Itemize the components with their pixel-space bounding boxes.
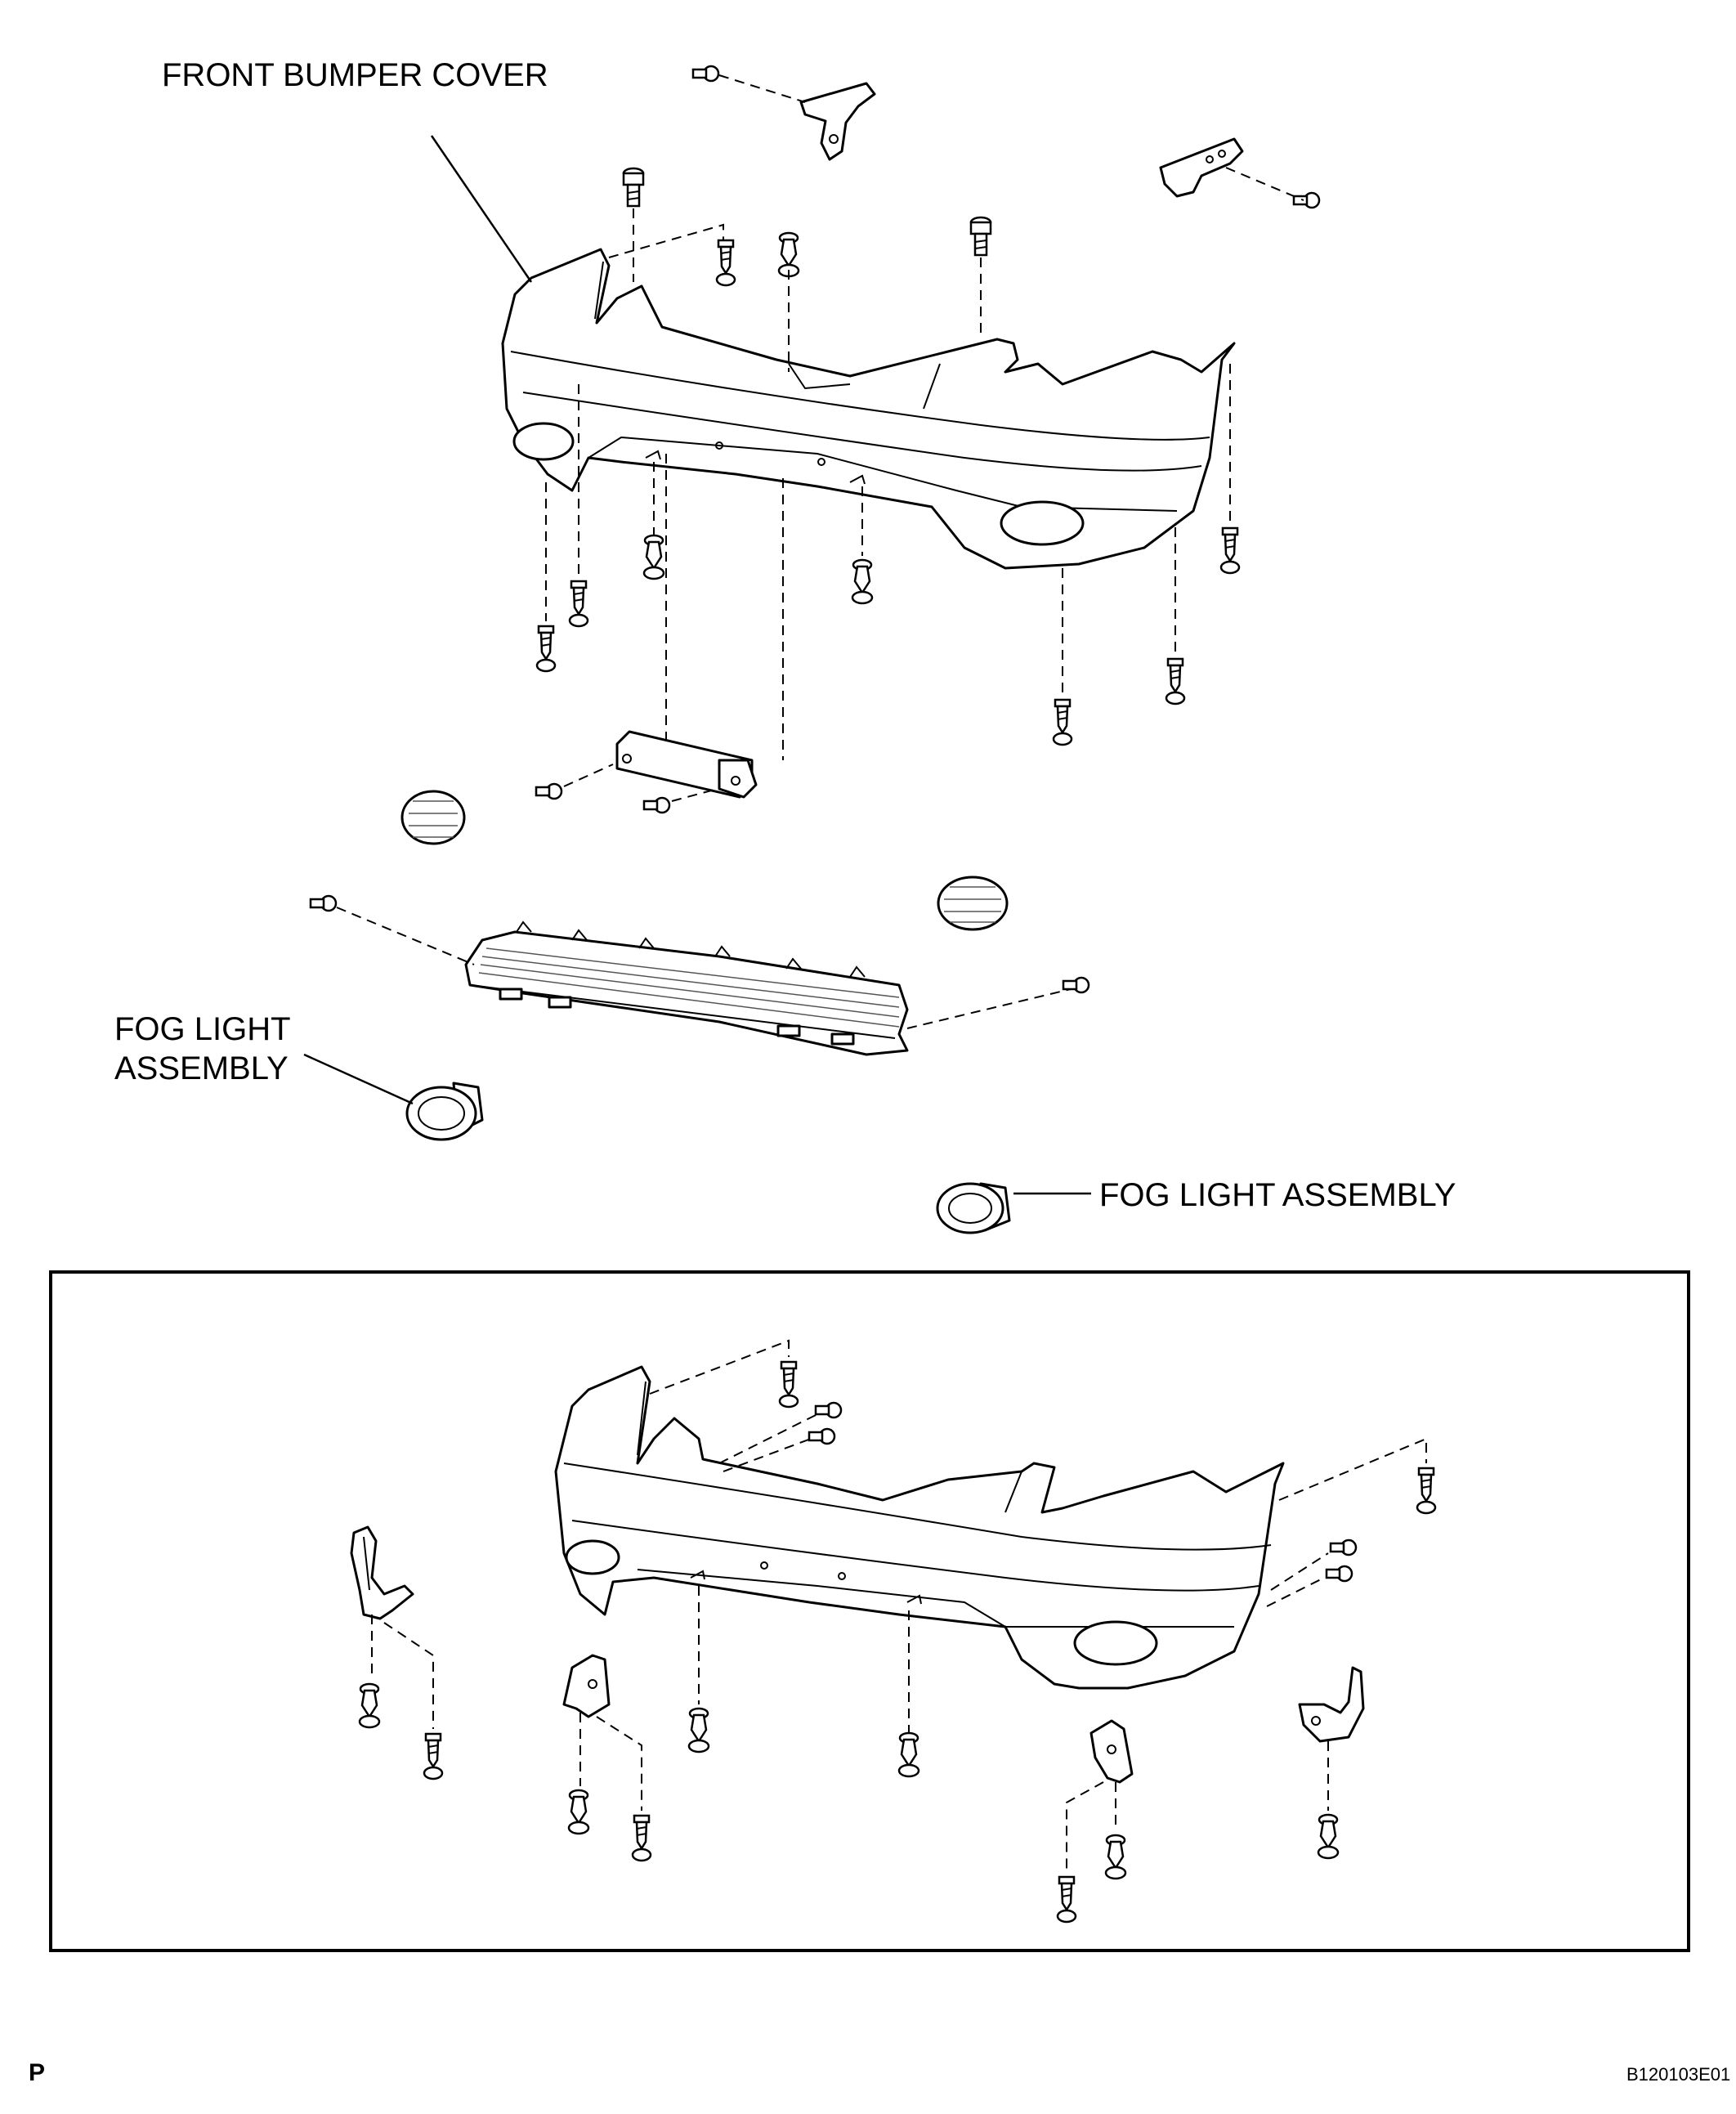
upper-view: FRONT BUMPER COVER FOG LIGHT ASSEMBLY FO… <box>114 57 1456 1234</box>
clip-icon <box>1317 1813 1340 1860</box>
grille-icon <box>464 920 909 1056</box>
inset-frame <box>49 1270 1690 1952</box>
lower-view <box>350 1339 1437 1924</box>
clip-icon <box>691 65 720 83</box>
bolt-icon <box>969 216 992 257</box>
bracket-icon <box>350 1525 414 1620</box>
fog-light-label-line2: ASSEMBLY <box>114 1050 289 1086</box>
clip-icon <box>808 1427 836 1445</box>
bracket-icon <box>1298 1666 1365 1743</box>
fog-light-label-line1: FOG LIGHT <box>114 1011 291 1047</box>
fog-light-right-label: FOG LIGHT ASSEMBLY <box>1099 1177 1456 1213</box>
clip-icon <box>851 558 874 605</box>
screw-icon <box>1165 657 1186 705</box>
screw-icon <box>1052 698 1073 746</box>
screw-icon <box>423 1732 444 1780</box>
fog-light-icon <box>936 1182 1011 1234</box>
screw-icon <box>568 580 589 628</box>
clip-icon <box>687 1707 710 1753</box>
clip-icon <box>567 1789 590 1835</box>
leader-line <box>303 1053 414 1105</box>
bracket-icon <box>1089 1719 1134 1784</box>
clip-icon <box>642 796 671 814</box>
screw-icon <box>1056 1875 1077 1924</box>
screw-icon <box>715 239 736 287</box>
clip-icon <box>309 894 338 912</box>
bolt-icon <box>622 167 645 208</box>
clip-icon <box>1325 1565 1353 1583</box>
clip-icon <box>814 1401 843 1419</box>
bumper-cover-icon <box>501 248 1236 570</box>
clip-icon <box>1104 1834 1127 1880</box>
clip-icon <box>358 1682 381 1729</box>
bracket-icon <box>1159 137 1244 198</box>
clip-icon <box>535 782 563 800</box>
fog-light-icon <box>405 1082 484 1141</box>
bracket-icon <box>615 730 758 799</box>
bracket-icon <box>799 82 876 161</box>
screw-icon <box>631 1814 652 1862</box>
screw-icon <box>1219 526 1241 575</box>
corner-mark: P <box>29 2059 45 2086</box>
bracket-icon <box>562 1654 611 1718</box>
leader-line <box>430 135 533 283</box>
fog-light-icon <box>400 790 466 845</box>
clip-icon <box>642 534 665 580</box>
clip-icon <box>897 1731 920 1778</box>
front-bumper-cover-label: FRONT BUMPER COVER <box>162 57 548 93</box>
screw-icon <box>535 625 557 673</box>
figure-code: B120103E01 <box>1626 2064 1730 2085</box>
bumper-cover-icon <box>554 1365 1285 1690</box>
screw-icon <box>1416 1467 1437 1515</box>
screw-icon <box>778 1360 799 1409</box>
clip-icon <box>1292 191 1321 209</box>
clip-icon <box>1329 1538 1358 1556</box>
fog-light-icon <box>937 876 1009 931</box>
